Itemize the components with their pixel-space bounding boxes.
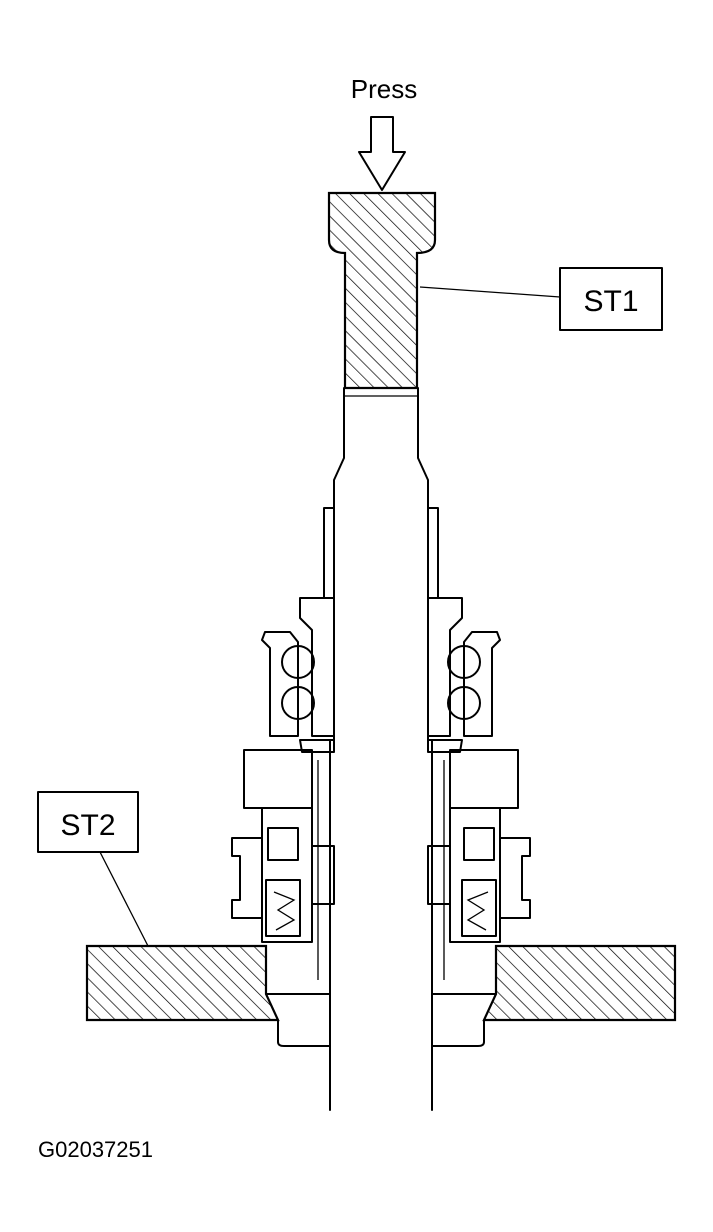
right-inner-race	[427, 739, 463, 753]
st2-tool-left	[85, 944, 280, 1022]
st2-callout-box	[37, 791, 139, 853]
shaft-step	[277, 1019, 485, 1047]
figure-id: G02037251	[38, 1137, 153, 1162]
st2-leader-line	[99, 851, 149, 947]
lower-sleeve	[265, 945, 497, 995]
left-upper-bearing	[261, 597, 335, 737]
press-label: Press	[351, 74, 417, 104]
press-arrow-icon	[358, 116, 406, 191]
shaft	[333, 387, 429, 741]
left-inner-race	[299, 739, 335, 753]
st2-label: ST2	[60, 809, 115, 842]
right-housing	[427, 749, 531, 980]
st1-callout-box	[559, 267, 663, 331]
st2-tool-right	[482, 944, 677, 1022]
right-upper-bearing	[427, 597, 501, 737]
st1-label: ST1	[583, 285, 638, 318]
right-collar	[427, 507, 439, 599]
shaft-lower	[329, 739, 433, 1111]
left-collar	[323, 507, 335, 599]
st1-tool	[327, 191, 437, 390]
left-housing	[231, 749, 335, 980]
st1-leader-line	[419, 286, 561, 298]
